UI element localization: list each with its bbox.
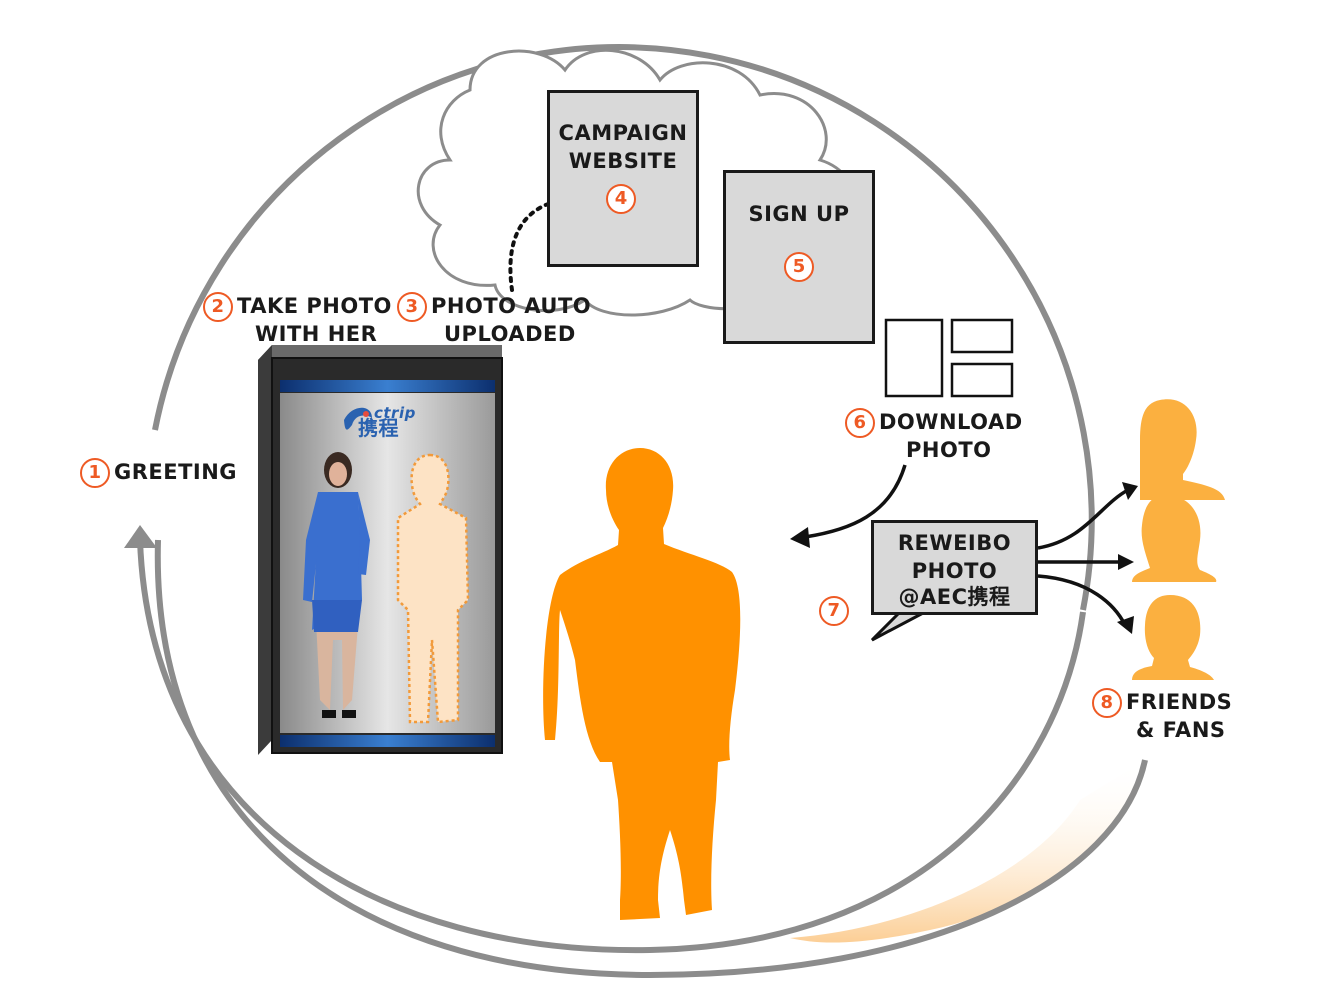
friend-avatar-2-icon bbox=[1132, 495, 1217, 582]
user-silhouette bbox=[543, 448, 741, 920]
share-arrows bbox=[1037, 488, 1129, 626]
cycle-arrowhead bbox=[124, 525, 157, 548]
step-4-number: 4 bbox=[606, 184, 636, 214]
download-arrow bbox=[804, 464, 907, 539]
step-2-number: 2 bbox=[203, 292, 233, 322]
friend-avatar-1-icon bbox=[1140, 399, 1225, 500]
step-3-line1: PHOTO AUTO bbox=[431, 294, 592, 318]
ctrip-logo-icon bbox=[344, 407, 372, 430]
friend-avatar-3-icon bbox=[1132, 595, 1214, 680]
share-arrowhead-top bbox=[1122, 482, 1138, 500]
step-8-line1: FRIENDS bbox=[1126, 690, 1233, 714]
step-1-label: GREETING bbox=[114, 460, 238, 484]
step-6-line2: PHOTO bbox=[906, 438, 992, 462]
step-5-number: 5 bbox=[784, 252, 814, 282]
step-1-number: 1 bbox=[80, 458, 110, 488]
placeholder-person-outline bbox=[396, 453, 470, 724]
step-4-line2: WEBSITE bbox=[568, 149, 678, 173]
step-2-line2: WITH HER bbox=[255, 322, 378, 346]
reweibo-bubble: REWEIBO PHOTO @AEC携程 bbox=[871, 520, 1038, 615]
step-6-line1: DOWNLOAD bbox=[879, 410, 1023, 434]
share-arrowhead-bottom bbox=[1117, 616, 1134, 634]
campaign-website-box: CAMPAIGN WEBSITE 4 bbox=[547, 90, 699, 267]
booth-brand-latin: ctrip bbox=[374, 404, 416, 422]
step-7-line1: REWEIBO bbox=[897, 531, 1012, 555]
step-5-line1: SIGN UP bbox=[748, 202, 850, 226]
step-4-line1: CAMPAIGN bbox=[558, 121, 688, 145]
step-8-number: 8 bbox=[1092, 688, 1122, 718]
step-6-number: 6 bbox=[845, 408, 875, 438]
step-7-line2: PHOTO bbox=[911, 559, 998, 583]
bubble-tail bbox=[870, 610, 926, 642]
download-arrowhead bbox=[790, 527, 810, 548]
step-7-line3: @AEC携程 bbox=[898, 585, 1011, 609]
friends-group bbox=[1132, 399, 1225, 680]
share-arrowhead-mid bbox=[1118, 554, 1134, 570]
photo-booth bbox=[258, 345, 503, 755]
step-7-number: 7 bbox=[819, 596, 849, 626]
step-7-marker: 7 bbox=[819, 596, 853, 626]
booth-brand-cn: 携程 bbox=[358, 416, 399, 440]
cycle-ring bbox=[152, 44, 1095, 611]
cycle-return-outer bbox=[154, 539, 1148, 979]
step-3-number: 3 bbox=[397, 292, 427, 322]
step-2-line1: TAKE PHOTO bbox=[237, 294, 392, 318]
photo-thumbnails-icon bbox=[884, 318, 1014, 398]
step-3-line2: UPLOADED bbox=[444, 322, 576, 346]
reach-fade-wedge bbox=[790, 760, 1145, 943]
step-8-line2: & FANS bbox=[1136, 718, 1226, 742]
sign-up-box: SIGN UP 5 bbox=[723, 170, 875, 344]
hostess-figure bbox=[303, 452, 370, 718]
